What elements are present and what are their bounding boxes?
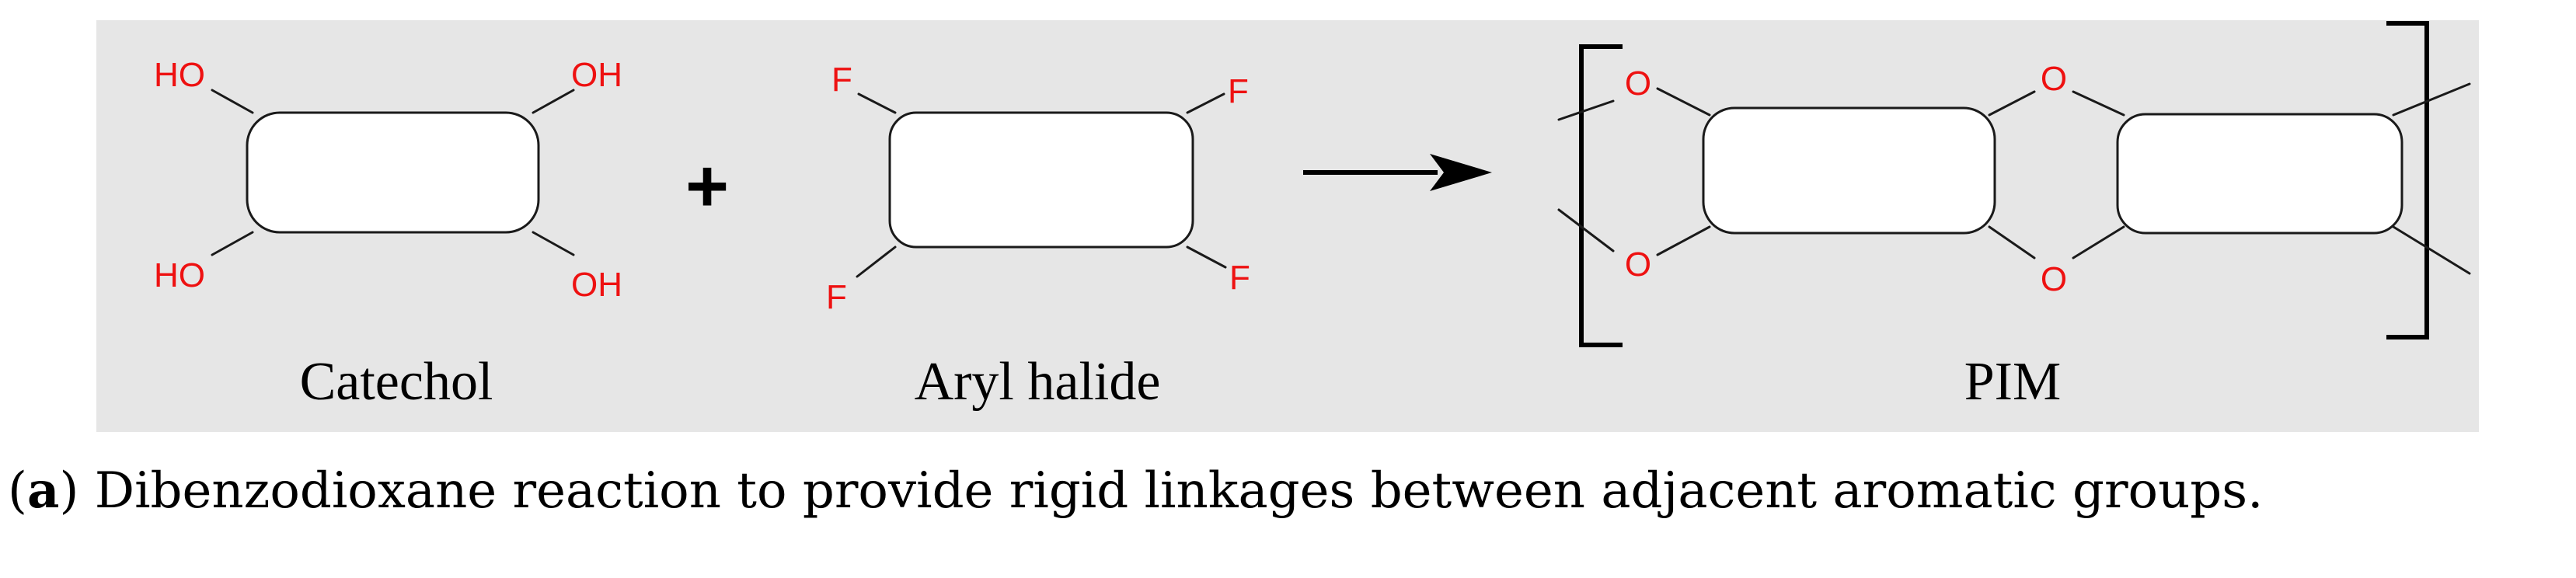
catechol-ho-bottom-left: HO bbox=[154, 256, 205, 294]
aryl-halide-bond-bottom-right bbox=[1186, 245, 1227, 269]
catechol-bond-top-right bbox=[532, 89, 575, 114]
aryl-halide-f-top-right: F bbox=[1228, 72, 1249, 110]
aryl-halide-f-top-left: F bbox=[831, 61, 852, 99]
pim-bond-o1-ring bbox=[1656, 87, 1711, 117]
aryl-halide-name: Aryl halide bbox=[915, 352, 1161, 412]
aryl-halide-ring bbox=[888, 111, 1194, 249]
catechol-bond-top-left bbox=[211, 89, 254, 114]
aryl-halide-bond-top-left bbox=[857, 92, 897, 114]
plus-sign: + bbox=[685, 144, 729, 228]
pim-name: PIM bbox=[1964, 352, 2061, 412]
pim-oxygen-2: O bbox=[1625, 245, 1651, 284]
catechol-oh-top-right: OH bbox=[571, 56, 622, 94]
pim-bond-end-bottom-right bbox=[2392, 225, 2471, 275]
catechol-name: Catechol bbox=[300, 352, 493, 412]
pim-ring-left bbox=[1702, 106, 1996, 235]
aryl-halide-structure: F F F F Aryl halide bbox=[826, 61, 1250, 412]
pim-bond-o3-ring bbox=[2072, 90, 2125, 117]
pim-right-bracket bbox=[2386, 21, 2429, 339]
aryl-halide-bond-top-right bbox=[1186, 92, 1225, 114]
pim-oxygen-3: O bbox=[2041, 60, 2067, 98]
pim-left-bracket bbox=[1579, 44, 1623, 347]
pim-bond-end-top-right bbox=[2392, 82, 2471, 117]
catechol-oh-bottom-right: OH bbox=[571, 266, 622, 304]
reaction-arrow-head bbox=[1430, 154, 1492, 191]
pim-bond-o2-ring bbox=[1656, 225, 1711, 256]
pim-oxygen-1: O bbox=[1625, 64, 1651, 103]
catechol-bond-bottom-right bbox=[532, 231, 575, 256]
pim-bond-end-bottom-left bbox=[1557, 208, 1615, 252]
reaction-arrow bbox=[1303, 154, 1492, 191]
pim-bond-end-top-left bbox=[1557, 99, 1615, 121]
pim-bond-ring-o3 bbox=[1988, 90, 2036, 117]
caption-label: a bbox=[26, 461, 60, 520]
pim-structure: O O O O PIM bbox=[1557, 21, 2471, 412]
pim-bond-ring-o4 bbox=[1988, 225, 2036, 259]
catechol-ho-top-left: HO bbox=[154, 56, 205, 94]
catechol-ring bbox=[246, 111, 540, 234]
pim-bond-o4-ring bbox=[2072, 225, 2125, 259]
catechol-structure: HO OH HO OH Catechol bbox=[154, 56, 622, 412]
catechol-bond-bottom-left bbox=[211, 231, 254, 256]
caption-text: Dibenzodioxane reaction to provide rigid… bbox=[78, 462, 2264, 520]
pim-ring-right bbox=[2116, 113, 2403, 235]
aryl-halide-f-bottom-left: F bbox=[826, 278, 847, 316]
figure-caption: (a) Dibenzodioxane reaction to provide r… bbox=[8, 461, 2264, 520]
aryl-halide-bond-bottom-left bbox=[856, 245, 897, 278]
pim-oxygen-4: O bbox=[2041, 260, 2067, 298]
aryl-halide-f-bottom-right: F bbox=[1229, 259, 1250, 297]
